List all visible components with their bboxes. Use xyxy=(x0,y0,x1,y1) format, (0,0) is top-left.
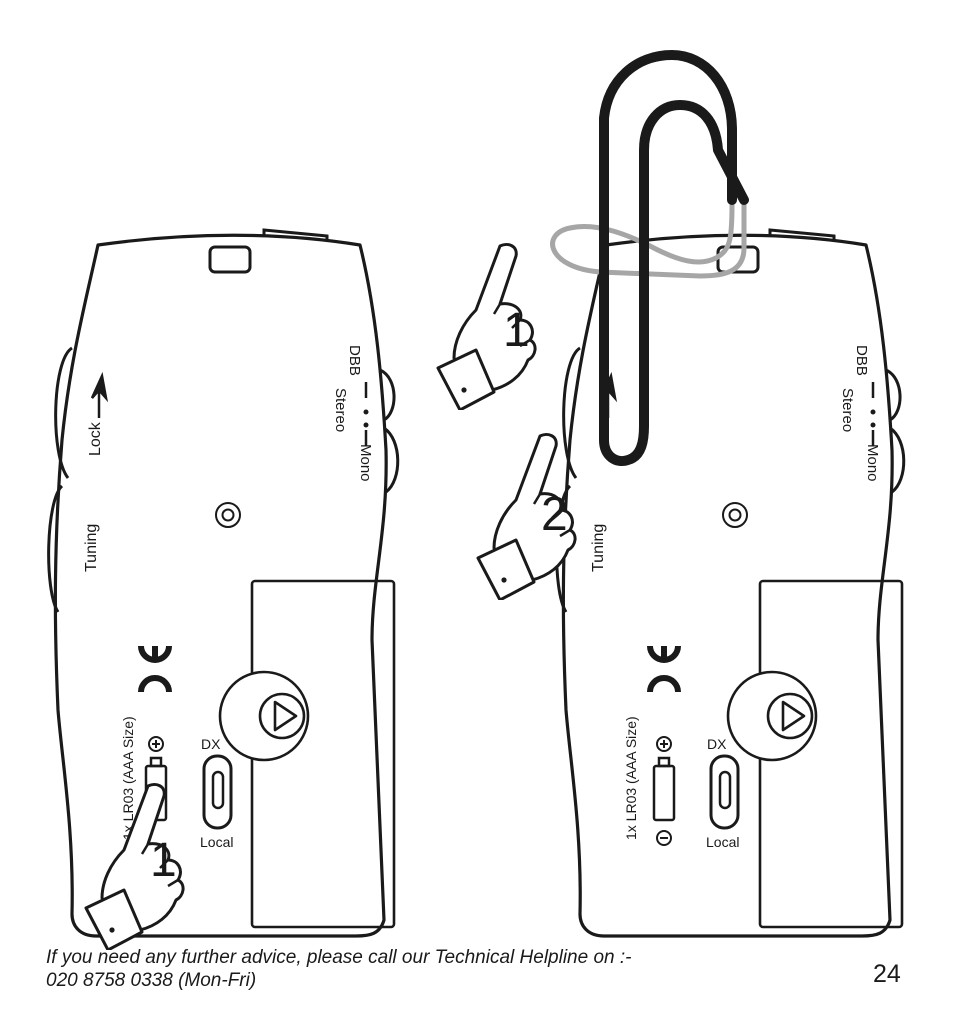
right-battery-icon xyxy=(652,756,676,822)
left-side-wheel-upper xyxy=(54,346,73,479)
left-radio: Lock Tuning DBB Stereo Mono 1x LR03 (AAA… xyxy=(47,228,400,950)
left-step-number: 1 xyxy=(150,834,177,887)
right-local-label: Local xyxy=(706,834,739,850)
right-play-button[interactable] xyxy=(726,670,818,762)
left-mono-label: Mono xyxy=(357,444,374,482)
right-side-button-lower xyxy=(889,426,906,494)
left-dx-local-switch[interactable] xyxy=(202,754,233,830)
left-play-button[interactable] xyxy=(218,670,310,762)
right-stereo-label: Stereo xyxy=(839,388,856,432)
helpline-phone: 020 8758 0338 (Mon-Fri) xyxy=(46,970,257,991)
right-radio: Tuning DBB Stereo Mono 1x LR03 (AAA Size… xyxy=(436,50,906,938)
paper-clip-grey-loop xyxy=(550,202,747,279)
left-lock-label: Lock xyxy=(87,421,104,456)
right-screw-icon xyxy=(722,502,748,528)
helpline-footer: If you need any further advice, please c… xyxy=(46,946,631,992)
right-minus-icon xyxy=(656,830,672,846)
left-lock-arrow-icon xyxy=(90,371,109,418)
right-dx-local-switch[interactable] xyxy=(709,754,740,830)
left-side-wheel-lower xyxy=(47,484,64,613)
left-tuning-label: Tuning xyxy=(83,524,100,572)
paper-clip-wire xyxy=(599,50,749,466)
left-stereo-label: Stereo xyxy=(332,388,349,432)
left-side-button-upper xyxy=(379,368,396,422)
paper-clip-icon xyxy=(550,50,749,466)
left-radio-body xyxy=(53,233,388,938)
left-local-label: Local xyxy=(200,834,233,850)
right-plus-icon xyxy=(656,736,672,752)
left-dbb-label: DBB xyxy=(346,345,363,376)
right-dbb-label: DBB xyxy=(853,345,870,376)
page-number: 24 xyxy=(873,960,901,988)
left-side-button-lower xyxy=(383,426,400,494)
left-battery-size-label: 1x LR03 (AAA Size) xyxy=(120,716,136,840)
right-tuning-label: Tuning xyxy=(590,524,607,572)
left-plus-icon xyxy=(148,736,164,752)
right-side-wheel-upper xyxy=(562,346,581,479)
left-dx-label: DX xyxy=(201,736,221,752)
right-side-button-upper xyxy=(885,368,902,422)
left-screw-icon xyxy=(215,502,241,528)
right-dx-label: DX xyxy=(707,736,727,752)
right-step-number-2: 2 xyxy=(541,488,568,541)
left-ce-mark xyxy=(138,645,172,693)
right-ce-mark xyxy=(647,645,681,693)
right-battery-size-label: 1x LR03 (AAA Size) xyxy=(623,716,639,840)
right-mono-label: Mono xyxy=(864,444,881,482)
right-step-number-1: 1 xyxy=(503,304,530,357)
left-top-slot xyxy=(208,245,252,274)
helpline-text: If you need any further advice, please c… xyxy=(46,947,632,968)
right-radio-body xyxy=(561,233,894,938)
